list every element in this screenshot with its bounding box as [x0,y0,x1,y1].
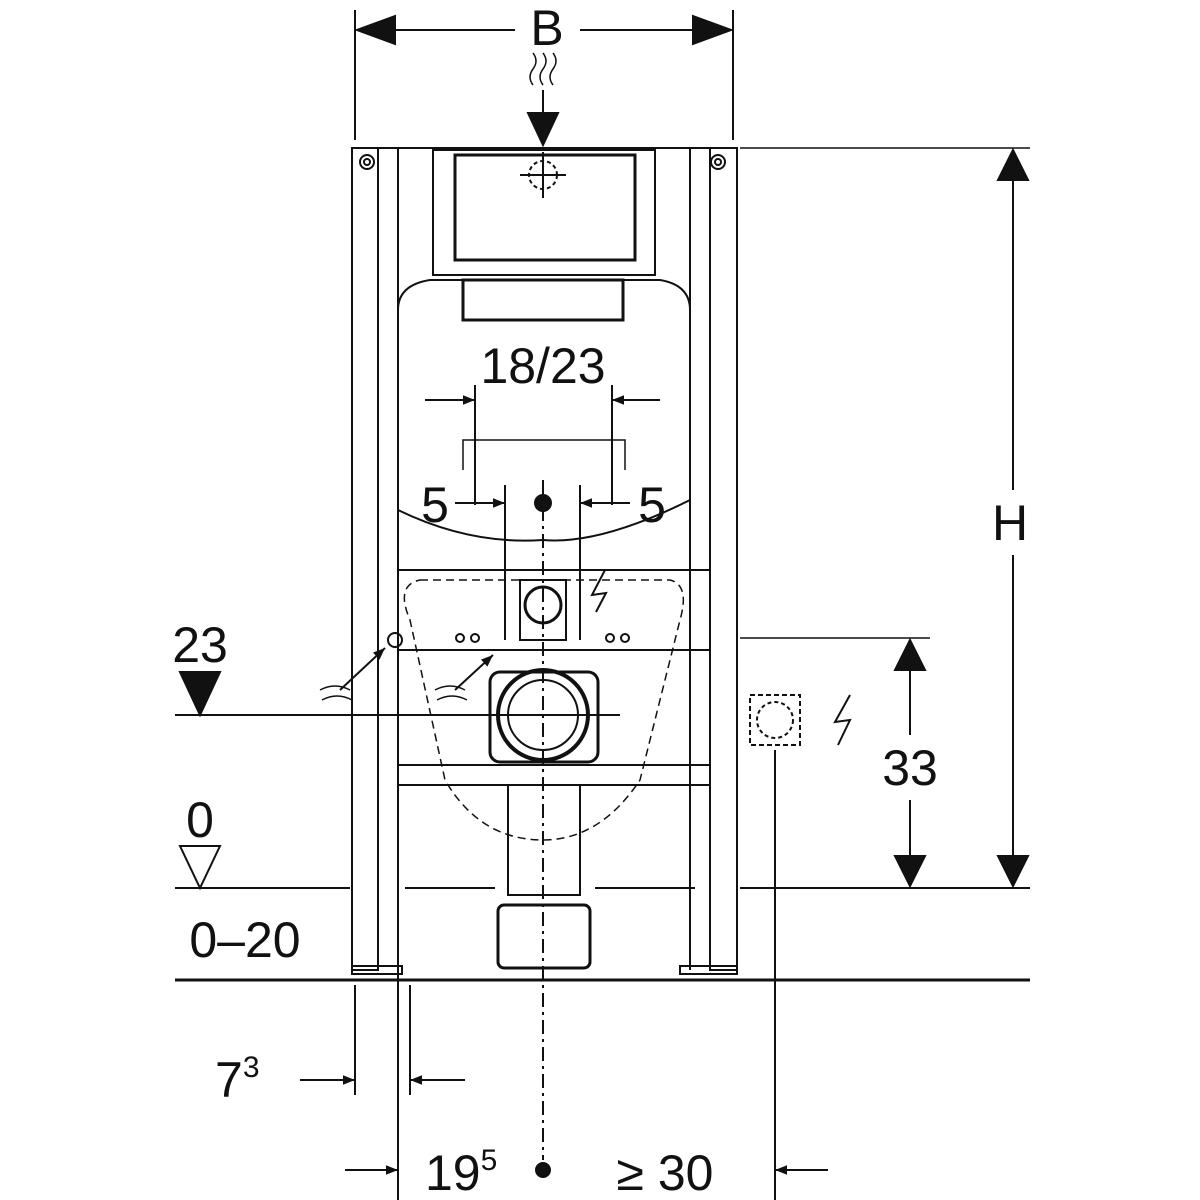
leg-offset-label: 73 [215,1051,260,1108]
bottom-dimensions [300,985,828,1178]
width-label: B [530,0,563,56]
electrical-height-label: 33 [882,740,938,796]
leg-offset-sup: 3 [243,1051,260,1084]
axis-offset-sup: 5 [481,1144,498,1177]
axis-offset-base: 19 [425,1145,481,1200]
water-inlet-icons [319,647,494,701]
electrical-height-dimension [740,637,930,1200]
offset-left-label: 5 [421,477,449,533]
leg-offset-base: 7 [215,1052,243,1108]
drain-height-label: 23 [172,617,228,673]
crossbars [387,569,710,841]
drain-bend [175,480,620,1160]
height-label: H [992,495,1028,551]
floor-range-label: 0–20 [189,912,300,968]
flush-plate-dimension [425,385,660,640]
water-supply-icon [526,52,560,148]
floor-lines [175,845,1030,982]
drain-height-marker [178,671,222,718]
side-clearance-label: ≥ 30 [617,1145,714,1200]
cistern [397,149,691,542]
flush-plate-span-label: 18/23 [480,338,605,394]
offset-right-label: 5 [638,477,666,533]
width-dimension [354,10,734,140]
height-dimension [740,147,1030,889]
axis-offset-label: 195 [425,1144,497,1200]
floor-level-label: 0 [186,792,214,848]
